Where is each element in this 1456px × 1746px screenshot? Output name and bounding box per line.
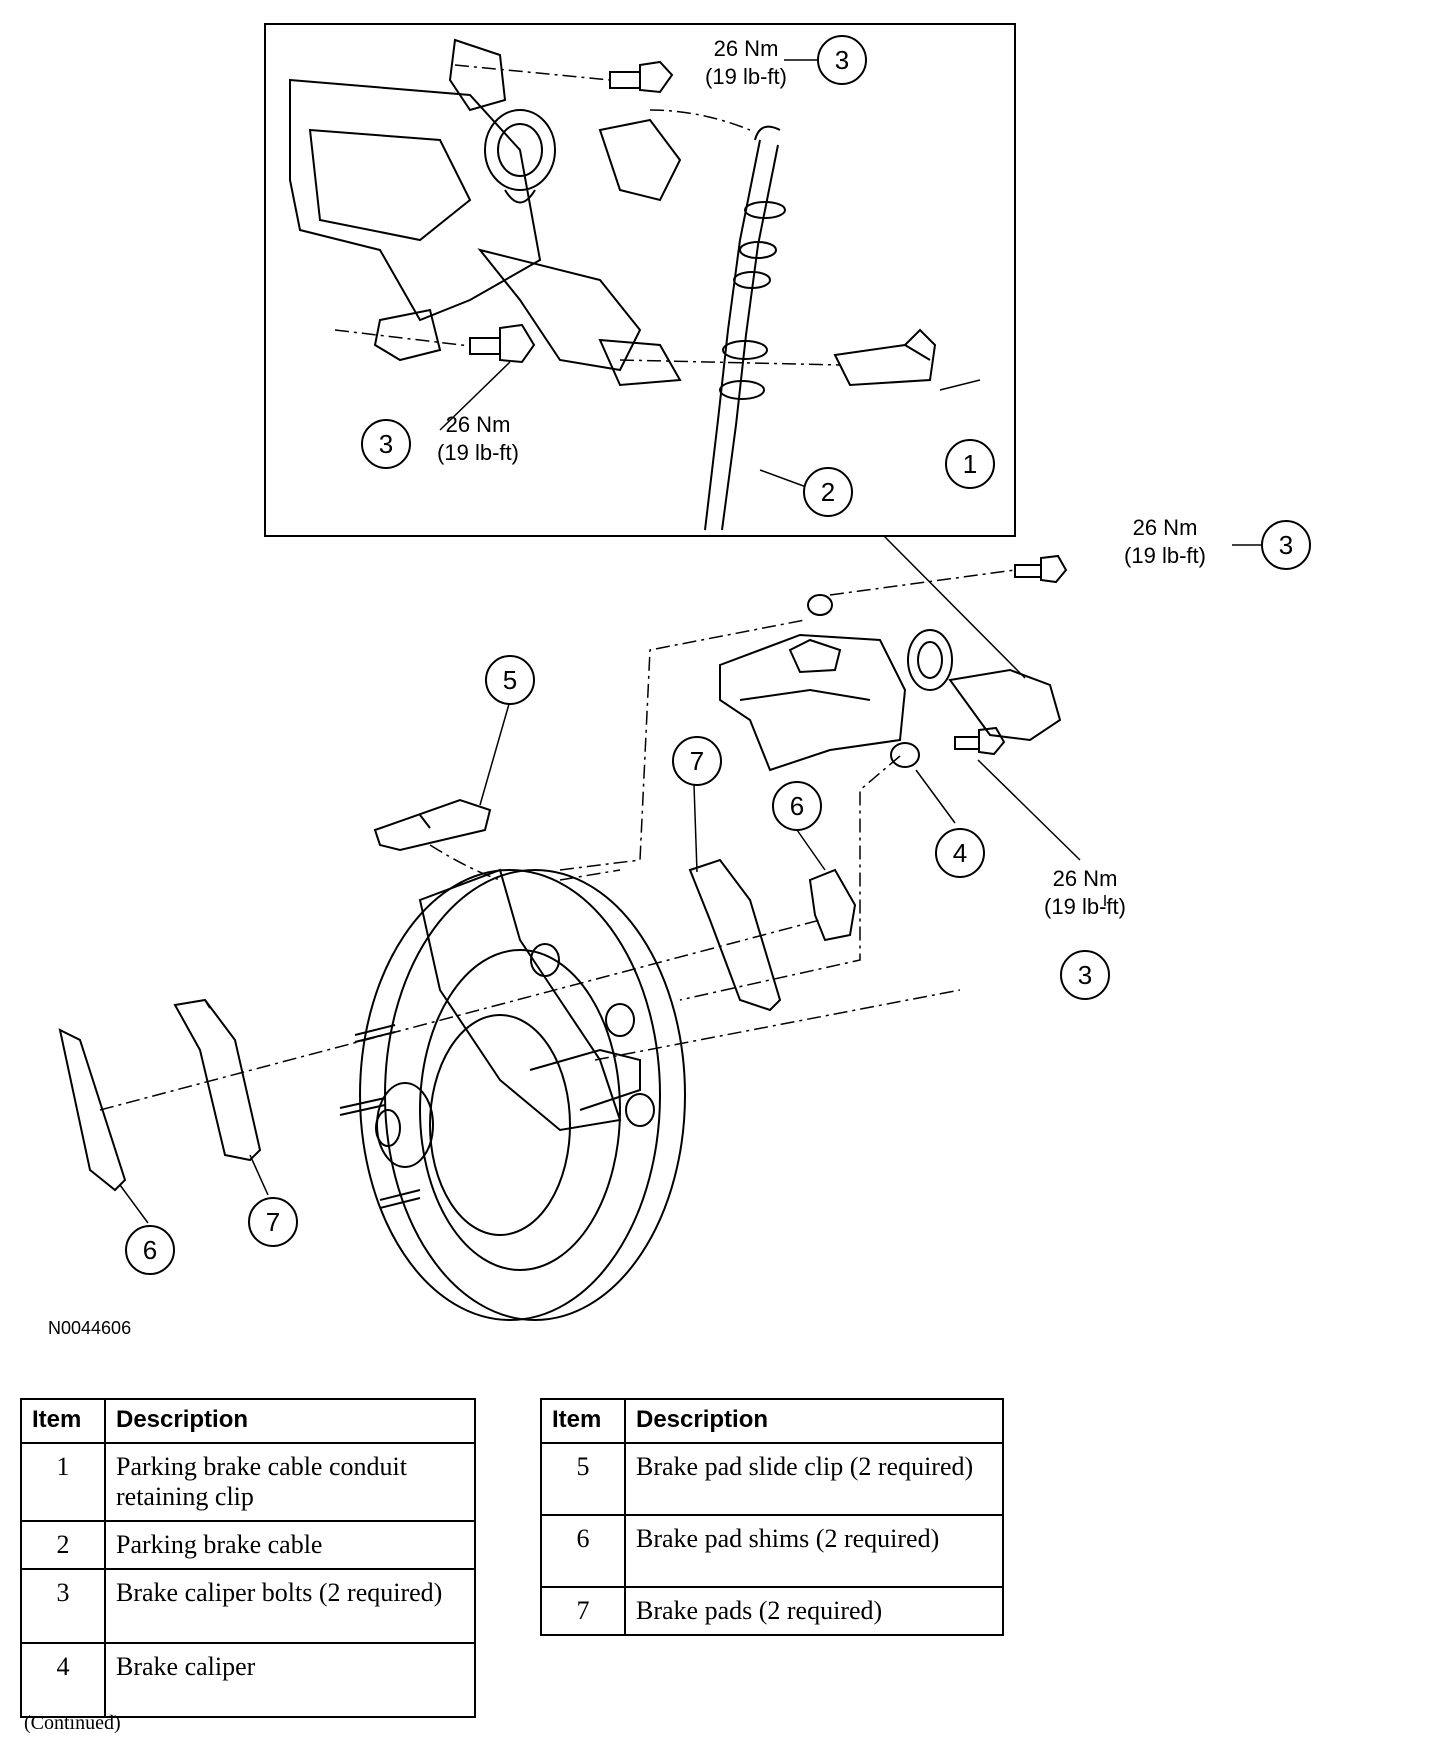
callout-number-5: 5 [503, 665, 517, 695]
torque-lbft-main-top: (19 lb-ft) [1124, 543, 1206, 568]
brake-pad-slide-clip [373, 798, 492, 852]
caliper-assembly [719, 594, 1062, 772]
callout-number-3-main-bottom: 3 [1078, 960, 1092, 990]
callout-circle-3-main-top [1261, 520, 1311, 570]
table-row: 4 Brake caliper [20, 1642, 476, 1718]
figure-id: N0044606 [48, 1318, 132, 1338]
callout-number-6-inner: 6 [790, 791, 804, 821]
callout-circle-7-inner [672, 736, 722, 786]
inset-alignment-lines [334, 64, 841, 366]
callout-number-3-inset-top: 3 [835, 45, 849, 75]
callout-number-4: 4 [953, 838, 967, 868]
table-row: 3 Brake caliper bolts (2 required) [20, 1568, 476, 1644]
legend-table-left: Item Description 1 Parking brake cable c… [20, 1398, 476, 1718]
legend-item-number: 1 [20, 1442, 106, 1522]
callout-number-3-main-top: 3 [1279, 530, 1293, 560]
brake-pad-inner [688, 858, 782, 1012]
legend-table-right: Item Description 5 Brake pad slide clip … [540, 1398, 1004, 1636]
legend-item-description: Brake pad shims (2 required) [624, 1514, 1004, 1588]
legend-item-number: 2 [20, 1520, 106, 1570]
torque-lbft-inset-top: (19 lb-ft) [705, 64, 787, 89]
brake-pad-outer [173, 998, 262, 1162]
legend-item-description: Brake caliper [104, 1642, 476, 1718]
brake-pad-shim-inner [808, 868, 857, 942]
legend-item-number: 5 [540, 1442, 626, 1516]
callout-circle-3-inset-top [817, 35, 867, 85]
continued-note: (Continued) [24, 1712, 121, 1734]
callout-number-2: 2 [821, 477, 835, 507]
legend-header-description: Description [104, 1398, 476, 1444]
legend-item-number: 7 [540, 1586, 626, 1636]
caliper-bolt-main-lower [954, 726, 1006, 756]
table-row: 1 Parking brake cable conduit retaining … [20, 1442, 476, 1522]
inset-leader-line [883, 535, 1026, 679]
legend-header-item: Item [540, 1398, 626, 1444]
inset-caliper-bracket [289, 38, 682, 387]
caliper-bolt-main-upper [1014, 554, 1068, 584]
legend-header-description: Description [624, 1398, 1004, 1444]
callout-circle-6-inner [772, 781, 822, 831]
table-row: 7 Brake pads (2 required) [540, 1586, 1004, 1636]
callout-circle-6-outer [125, 1225, 175, 1275]
table-row: 2 Parking brake cable [20, 1520, 476, 1570]
legend-item-number: 6 [540, 1514, 626, 1588]
legend-item-description: Brake caliper bolts (2 required) [104, 1568, 476, 1644]
callout-number-1: 1 [963, 449, 977, 479]
brake-assembly-diagram: 3 3 1 2 3 5 7 6 4 3 7 6 26 Nm (19 lb-ft)… [58, 23, 1311, 1321]
wheel-hub [339, 1024, 434, 1209]
legend-item-description: Brake pads (2 required) [624, 1586, 1004, 1636]
inset-bolt-upper [609, 60, 674, 94]
table-row: 6 Brake pad shims (2 required) [540, 1514, 1004, 1588]
legend-item-number: 4 [20, 1642, 106, 1718]
inset-parking-brake-cable [704, 125, 786, 531]
table-row: 5 Brake pad slide clip (2 required) [540, 1442, 1004, 1516]
legend-item-description: Parking brake cable conduit retaining cl… [104, 1442, 476, 1522]
torque-nm-main-top: 26 Nm [1133, 515, 1198, 540]
brake-pad-shim-outer [58, 1028, 127, 1192]
callout-circle-3-main-bottom [1060, 950, 1110, 1000]
callout-number-7-inner: 7 [690, 746, 704, 776]
callout-number-6-outer: 6 [143, 1235, 157, 1265]
legend-item-description: Brake pad slide clip (2 required) [624, 1442, 1004, 1516]
callout-circle-7-outer [248, 1197, 298, 1247]
legend-header-item: Item [20, 1398, 106, 1444]
caliper-anchor-bracket [418, 868, 655, 1132]
detail-inset-frame [264, 23, 1016, 537]
main-alignment-lines [99, 569, 1016, 1111]
legend-item-number: 3 [20, 1568, 106, 1644]
inset-retaining-clip [833, 328, 937, 387]
inset-bolt-lower [469, 323, 536, 364]
torque-lbft-main-bottom: (19 lb-ft) [1044, 894, 1126, 919]
legend-item-description: Parking brake cable [104, 1520, 476, 1570]
callout-circle-5 [485, 655, 535, 705]
callout-number-3-inset-bottom: 3 [379, 429, 393, 459]
callout-circle-2 [803, 467, 853, 517]
callout-number-7-outer: 7 [266, 1207, 280, 1237]
torque-nm-inset-top: 26 Nm [714, 36, 779, 61]
callout-circle-1 [945, 439, 995, 489]
torque-lbft-inset-bottom: (19 lb-ft) [437, 440, 519, 465]
callout-circle-3-inset-bottom [361, 419, 411, 469]
callout-circle-4 [935, 828, 985, 878]
torque-nm-main-bottom: 26 Nm [1053, 866, 1118, 891]
leader-lines [119, 59, 1262, 1224]
torque-nm-inset-bottom: 26 Nm [446, 412, 511, 437]
